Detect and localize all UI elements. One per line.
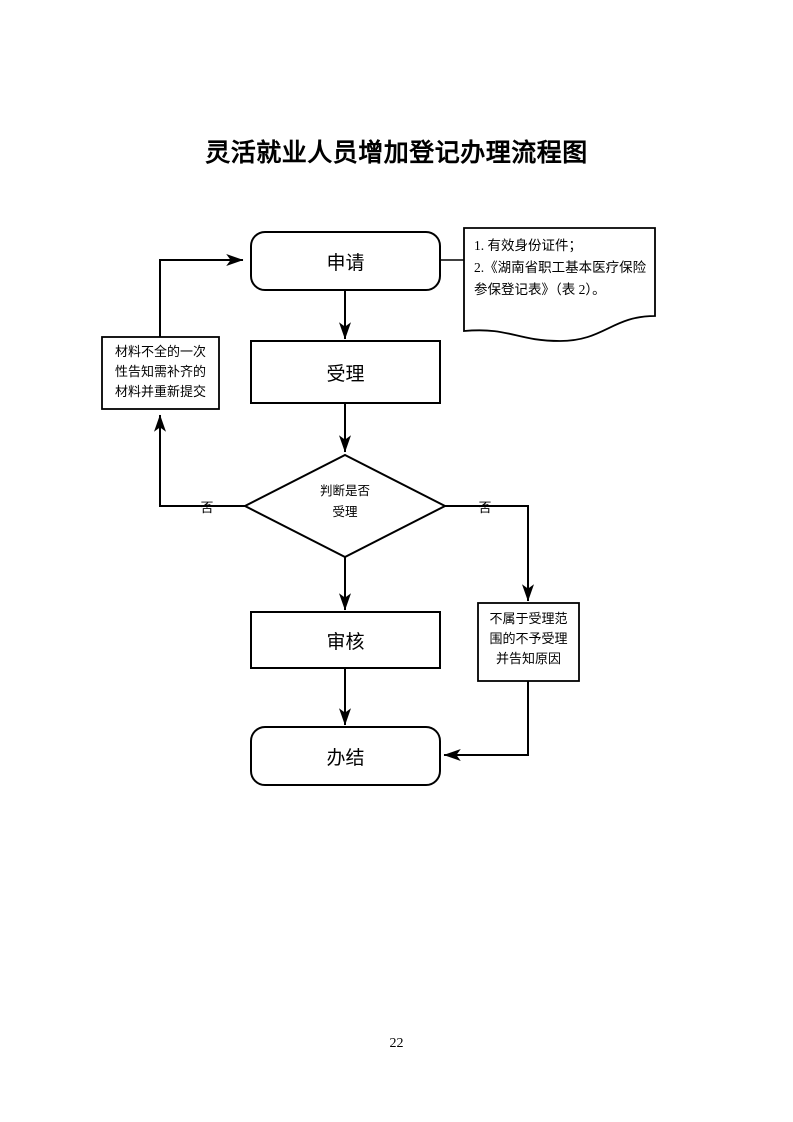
edge-label-left-no: 否 [200, 500, 214, 515]
node-review[interactable] [250, 611, 441, 669]
node-complete[interactable] [250, 726, 441, 786]
edge-resubmit-to-apply [159, 253, 244, 337]
edge-decision-no-right [445, 505, 535, 602]
node-accept[interactable] [250, 340, 441, 404]
edge-out-of-scope-to-complete [443, 681, 529, 762]
node-incomplete-materials[interactable] [101, 336, 220, 410]
edge-label-right-no: 否 [478, 500, 492, 515]
page-number: 22 [389, 1036, 404, 1051]
node-out-of-scope[interactable] [477, 602, 580, 682]
page-title: 灵活就业人员增加登记办理流程图 [205, 138, 588, 167]
node-apply[interactable] [250, 231, 441, 291]
node-decision[interactable] [242, 453, 448, 559]
edge-decision-no-left [153, 414, 245, 507]
node-requirements-note [463, 227, 656, 342]
